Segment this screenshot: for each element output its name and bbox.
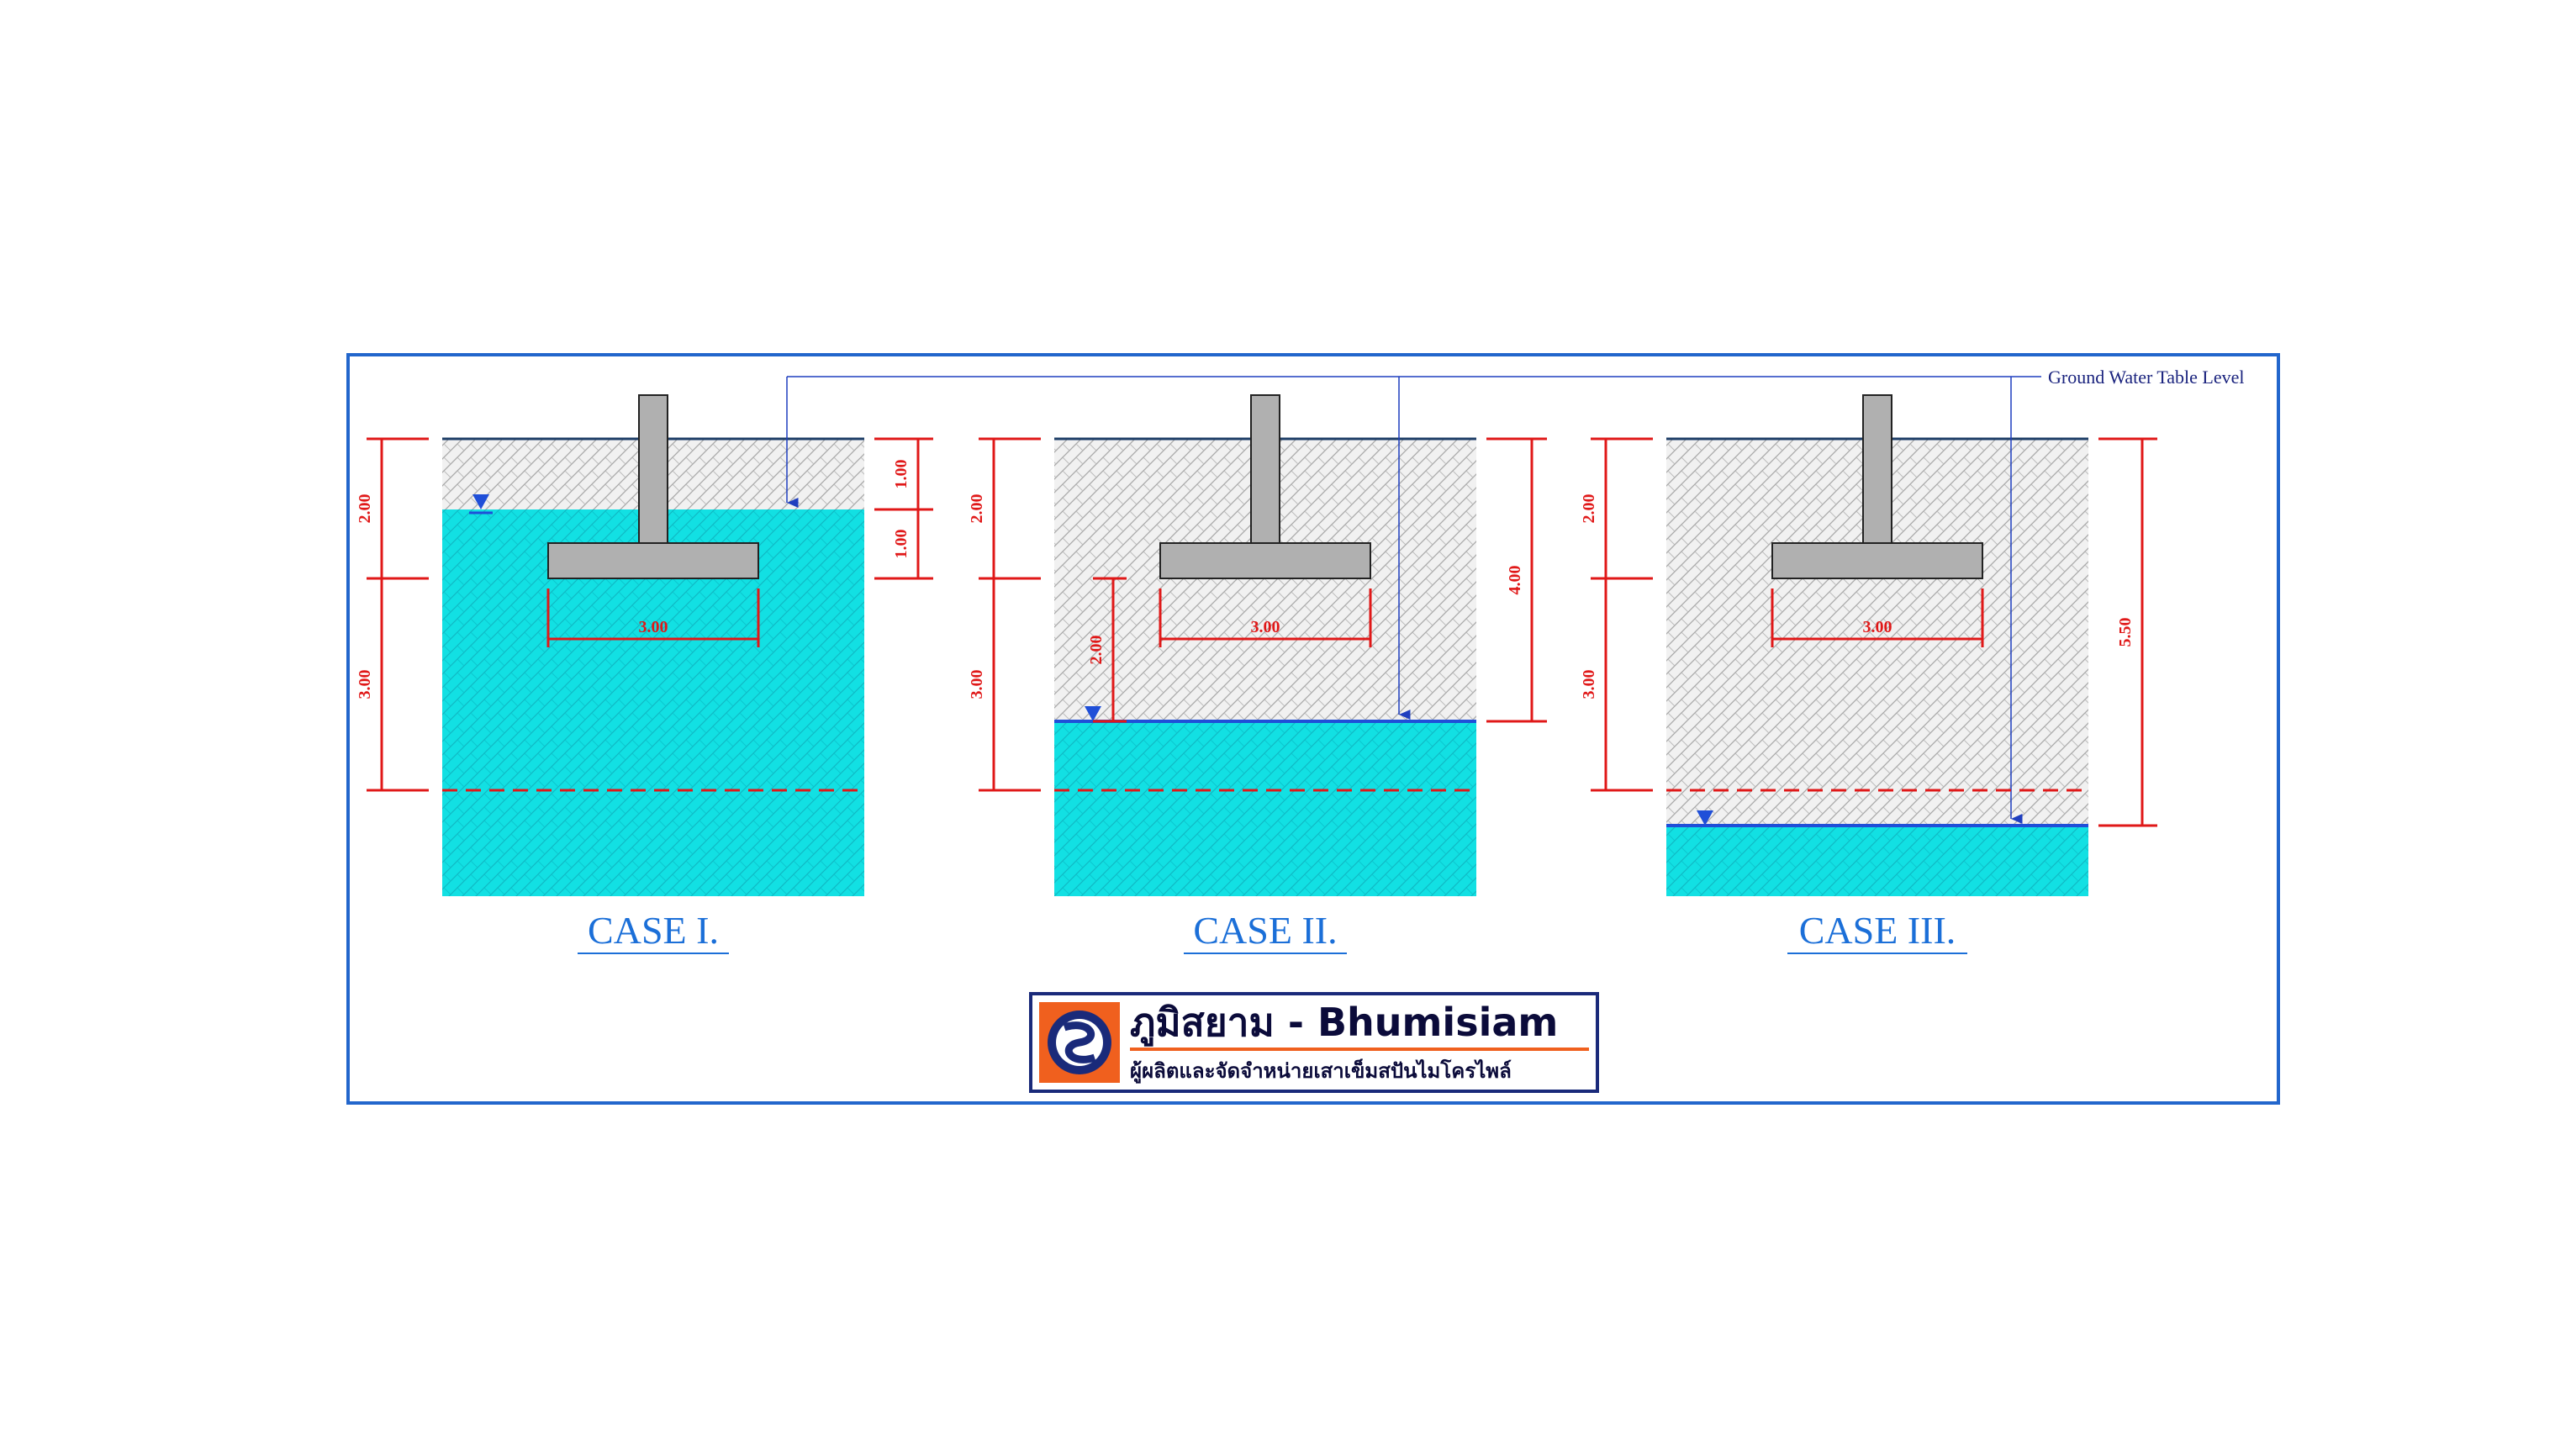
case-2-depth-influence: 3.00 [968,670,986,699]
drawing-frame [346,353,2280,1105]
case-1-label: CASE I. [588,909,719,952]
case-2-column [1250,394,1280,546]
ground-water-table-label: Ground Water Table Level [2048,367,2245,388]
case-1-water-table-icon [472,494,489,509]
case-3-water-depth-total: 5.50 [2116,618,2135,647]
brand-subtitle: ผู้ผลิตและจัดจำหน่ายเสาเข็มสปันไมโครไพล์ [1130,1058,1512,1084]
case-3-water-table-icon [1697,810,1713,826]
case-2-water-table-icon [1085,706,1101,721]
case-1-water-depth-a: 1.00 [892,460,911,489]
case-2-label: CASE II. [1193,909,1337,952]
case-2-depth-top: 2.00 [968,494,986,524]
bhumisiam-logo-icon [1039,1002,1120,1083]
case-3-footing [1771,542,1983,579]
brand-box: ภูมิสยาม - Bhumisiam ผู้ผลิตและจัดจำหน่า… [1029,992,1599,1093]
case-2-water-below-footing: 2.00 [1087,636,1106,665]
case-3-diagram: 2.00 3.00 5.50 3.00 CASE III. [1580,377,2157,954]
case-1-depth-influence: 3.00 [356,670,374,699]
case-1-footing-width: 3.00 [639,618,668,636]
case-3-footing-width: 3.00 [1863,618,1892,636]
case-3-column [1862,394,1892,546]
case-1-diagram: 2.00 3.00 1.00 1.00 3.00 CASE I. [356,377,933,954]
case-1-column [638,394,668,546]
case-2-water-depth-total: 4.00 [1506,566,1524,595]
case-1-depth-top: 2.00 [356,494,374,524]
case-3-label: CASE III. [1799,909,1956,952]
case-3-depth-top: 2.00 [1580,494,1598,524]
case-3-depth-influence: 3.00 [1580,670,1598,699]
case-2-water [1054,721,1476,896]
case-2-footing-width: 3.00 [1251,618,1280,636]
brand-title: ภูมิสยาม - Bhumisiam [1130,1000,1558,1047]
case-2-diagram: 2.00 3.00 2.00 4.00 3.00 CASE II. [968,377,1547,954]
case-2-footing [1159,542,1371,579]
case-1-footing [547,542,759,579]
case-1-water-depth-b: 1.00 [892,530,911,559]
case-3-water [1666,826,2088,896]
